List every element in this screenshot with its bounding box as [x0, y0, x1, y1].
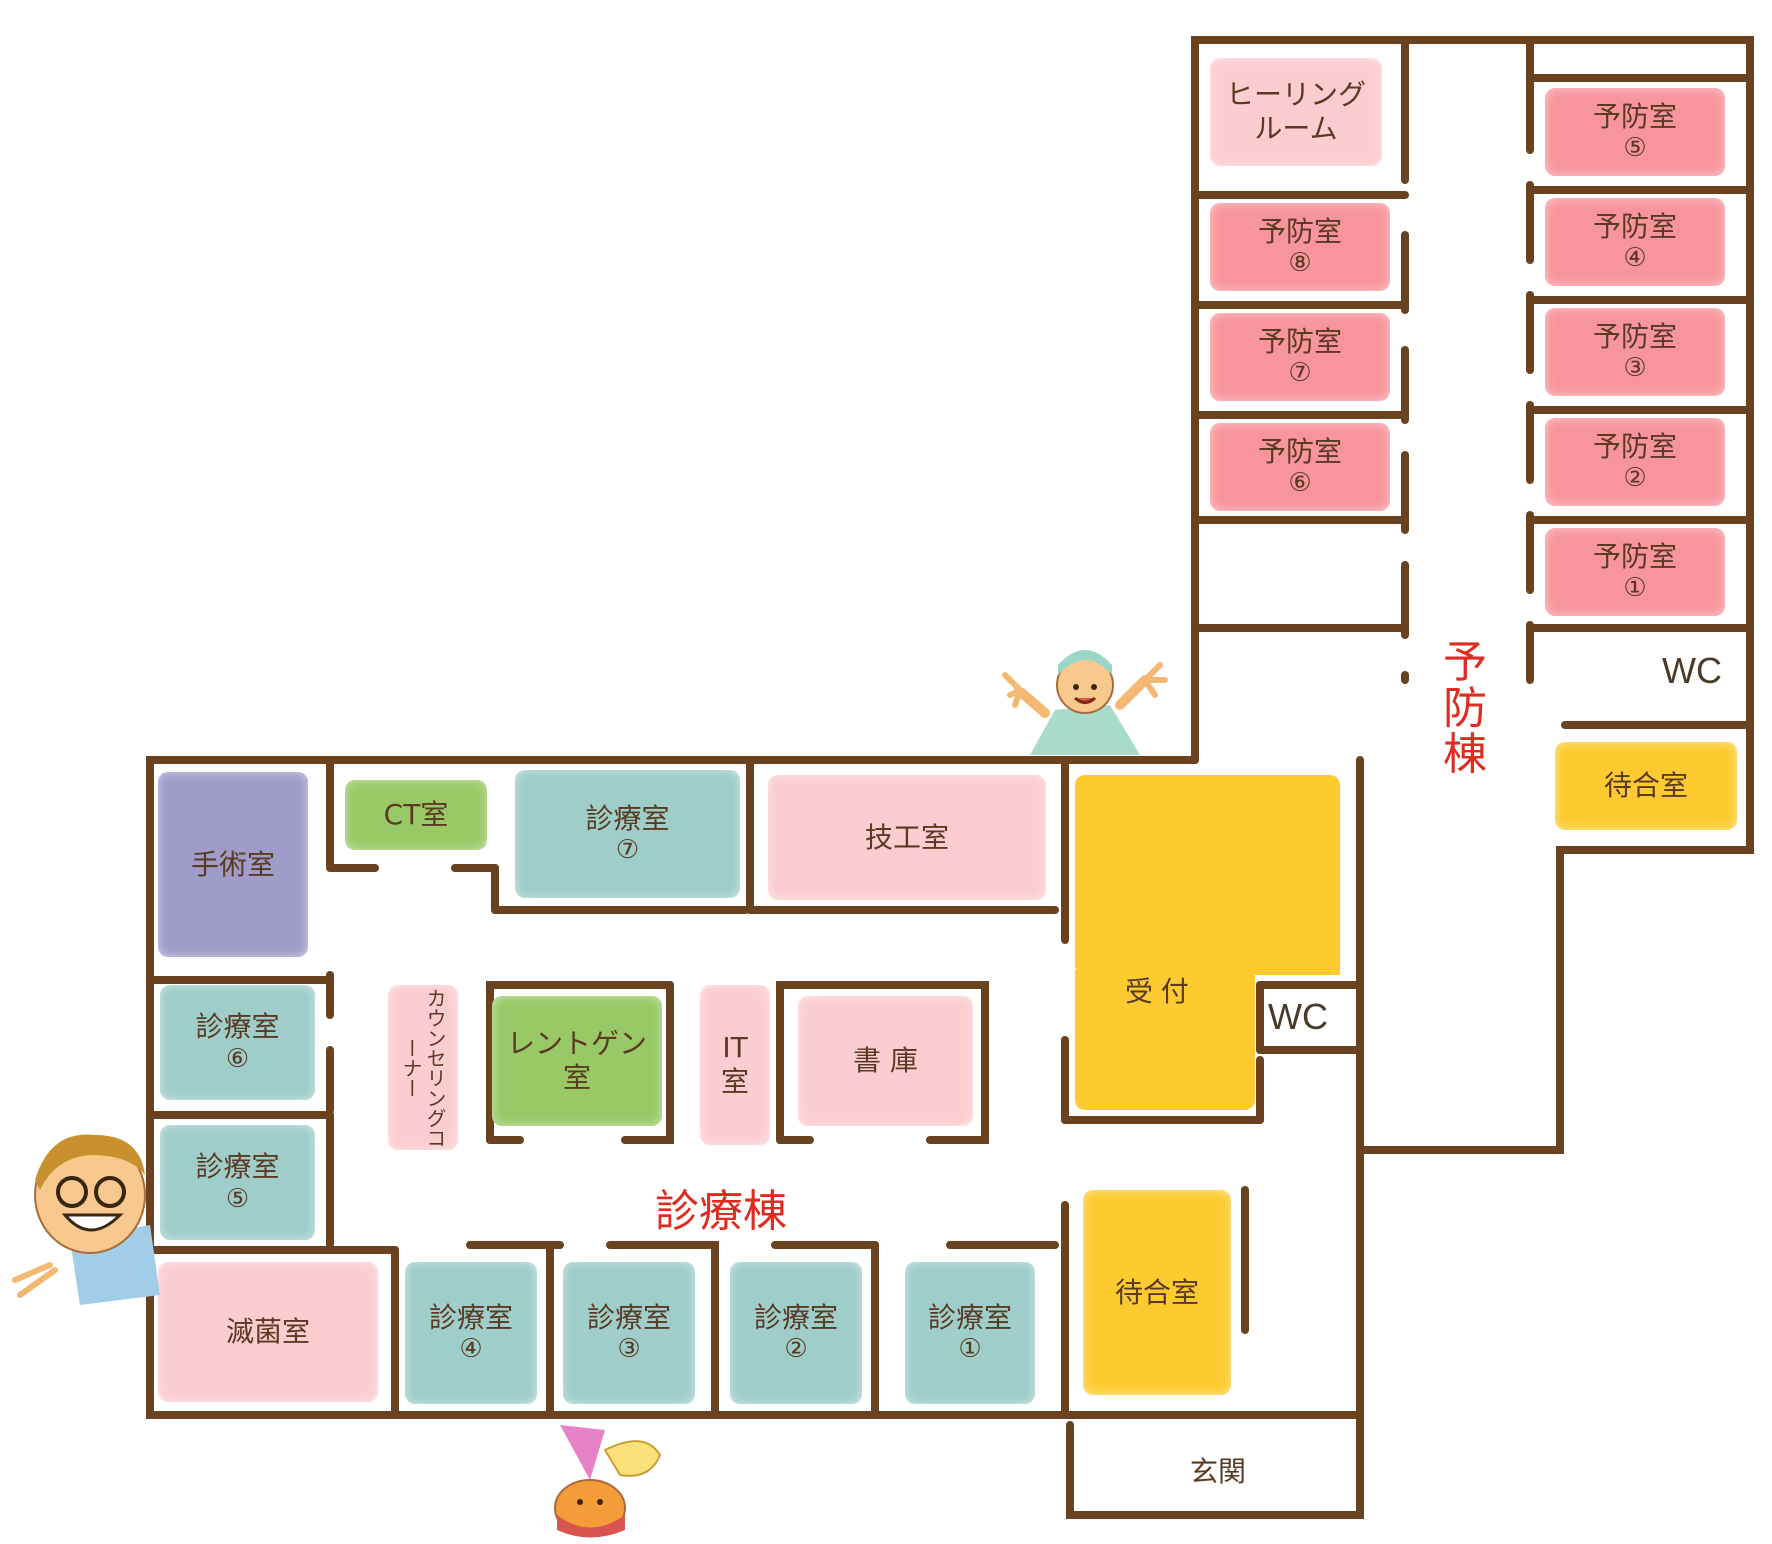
room-name: 予防室 [1592, 429, 1677, 463]
room-number: ③ [617, 1334, 641, 1365]
room-name: 予防室 [1257, 324, 1342, 358]
treatment-room-7[interactable]: 診療室 ⑦ [515, 770, 740, 898]
ct-room[interactable]: CT室 [345, 780, 487, 850]
room-number: ⑦ [1288, 358, 1312, 389]
entrance-label: 玄関 [1190, 1456, 1247, 1487]
prevention-room-1[interactable]: 予防室 ① [1545, 528, 1725, 616]
room-number: ④ [1623, 243, 1647, 274]
room-name: 診療室 [585, 801, 670, 835]
prevention-room-5[interactable]: 予防室 ⑤ [1545, 88, 1725, 176]
room-name: 手術室 [190, 847, 275, 881]
reception-label: 受 付 [1125, 976, 1189, 1007]
room-name: 予防室 [1592, 539, 1677, 573]
room-number: ④ [459, 1334, 483, 1365]
dentist-character [12, 1134, 160, 1305]
healing-room[interactable]: ヒーリング ルーム [1210, 58, 1382, 166]
reception[interactable] [1075, 775, 1340, 975]
room-name: 待合室 [1603, 769, 1688, 803]
room-name: CT室 [383, 798, 449, 832]
sterilization-room[interactable]: 滅菌室 [158, 1262, 378, 1402]
it-room[interactable]: IT 室 [700, 985, 770, 1145]
walls [146, 36, 1754, 1519]
room-name: 書 庫 [853, 1044, 918, 1078]
reception-lower [1075, 970, 1255, 1110]
room-name: 診療室 [195, 1010, 280, 1044]
room-number: ⑤ [225, 1183, 250, 1214]
room-number: ⑥ [225, 1043, 250, 1074]
clinic-waiting-room[interactable]: 待合室 [1083, 1190, 1231, 1395]
room-number: ② [1623, 463, 1647, 494]
room-name: 予防室 [1257, 434, 1342, 468]
room-name: IT [722, 1031, 748, 1065]
room-name: 診療室 [586, 1300, 671, 1334]
prevention-room-7[interactable]: 予防室 ⑦ [1210, 313, 1390, 401]
room-name-2: 室 [562, 1061, 591, 1094]
room-name: 予防室 [1592, 319, 1677, 353]
healing-room-label-1: ヒーリング [1225, 78, 1366, 112]
surgery-room[interactable]: 手術室 [158, 772, 308, 957]
clinic-wing-label: 診療棟 [655, 1186, 787, 1237]
prevention-room-8[interactable]: 予防室 ⑧ [1210, 203, 1390, 291]
library[interactable]: 書 庫 [798, 996, 973, 1126]
counseling-corner[interactable]: カウンセリングコーナー [388, 985, 458, 1150]
room-name: 予防室 [1592, 99, 1677, 133]
prevention-wing-label: 予防棟 [1440, 637, 1490, 781]
room-name: カウンセリングコーナー [399, 987, 447, 1148]
treatment-room-3[interactable]: 診療室 ③ [563, 1262, 695, 1404]
room-number: ⑥ [1288, 468, 1312, 499]
room-name: 診療室 [753, 1300, 838, 1334]
treatment-room-6[interactable]: 診療室 ⑥ [160, 985, 315, 1100]
room-name: 予防室 [1257, 214, 1342, 248]
wing-name: 予防棟 [1443, 637, 1487, 781]
prevention-wc-label: WC [1662, 650, 1722, 691]
prevention-room-4[interactable]: 予防室 ④ [1545, 198, 1725, 286]
treatment-room-4[interactable]: 診療室 ④ [405, 1262, 537, 1404]
room-number: ⑦ [615, 835, 640, 866]
room-number: ① [958, 1334, 982, 1365]
room-name: 診療室 [195, 1150, 280, 1184]
room-name: 待合室 [1114, 1275, 1199, 1309]
room-name: 技工室 [864, 820, 949, 854]
prevention-room-3[interactable]: 予防室 ③ [1545, 308, 1725, 396]
room-number: ① [1623, 573, 1647, 604]
prevention-waiting-room[interactable]: 待合室 [1555, 742, 1737, 830]
healing-room-label-2: ルーム [1254, 112, 1338, 145]
xray-room[interactable]: レントゲン 室 [492, 996, 662, 1126]
prevention-room-6[interactable]: 予防室 ⑥ [1210, 423, 1390, 511]
room-number: ③ [1623, 353, 1647, 384]
child-character [554, 1425, 662, 1538]
room-name-2: 室 [720, 1065, 749, 1098]
room-number: ⑧ [1288, 248, 1312, 279]
room-name: レントゲン [506, 1027, 647, 1061]
room-number: ② [784, 1334, 808, 1365]
room-name: 診療室 [428, 1300, 513, 1334]
treatment-room-1[interactable]: 診療室 ① [905, 1262, 1035, 1404]
nurse-character [1002, 650, 1168, 755]
clinic-wc-label: WC [1268, 996, 1328, 1037]
room-number: ⑤ [1623, 133, 1647, 164]
room-name: 滅菌室 [225, 1315, 310, 1349]
room-name: 予防室 [1592, 209, 1677, 243]
prevention-room-2[interactable]: 予防室 ② [1545, 418, 1725, 506]
treatment-room-2[interactable]: 診療室 ② [730, 1262, 862, 1404]
treatment-room-5[interactable]: 診療室 ⑤ [160, 1125, 315, 1240]
room-name: 診療室 [927, 1300, 1012, 1334]
lab-room[interactable]: 技工室 [768, 775, 1046, 900]
